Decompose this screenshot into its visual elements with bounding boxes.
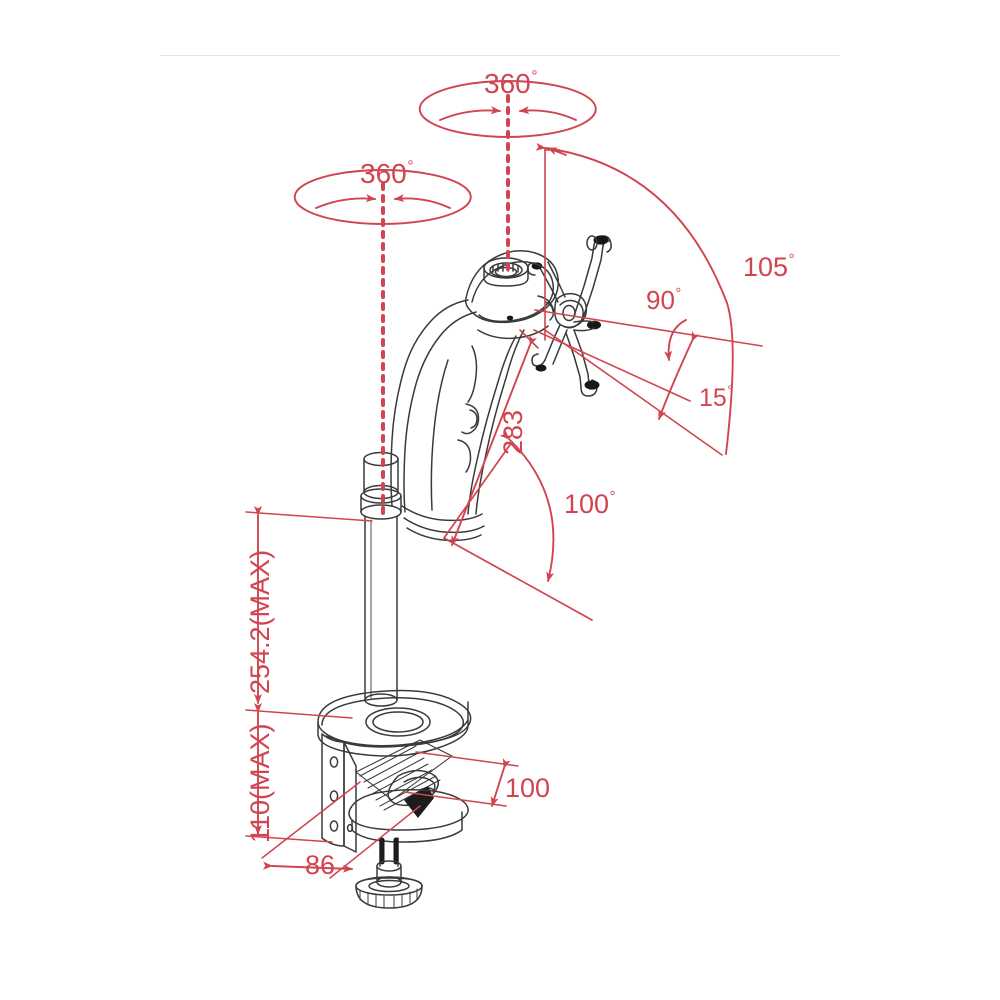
tilt-105-indicator bbox=[535, 142, 734, 455]
degree-symbol-90: ° bbox=[675, 285, 682, 302]
degree-symbol-105: ° bbox=[788, 252, 795, 269]
annotation-layer bbox=[245, 80, 763, 879]
label-height-110: 110(MAX) bbox=[245, 723, 275, 843]
degree-symbol-15: ° bbox=[727, 383, 733, 399]
tilt-90-indicator bbox=[664, 319, 687, 361]
label-depth-100: 100 bbox=[505, 773, 551, 803]
label-tilt-15: 15° bbox=[699, 383, 733, 412]
top-swivel-360-indicator bbox=[418, 80, 597, 272]
label-pole-swivel-360: 360° bbox=[360, 157, 414, 189]
label-tilt-105: 105° bbox=[743, 252, 795, 282]
header-divider-rule bbox=[160, 55, 840, 56]
label-height-254: 254.2(MAX) bbox=[245, 549, 275, 694]
height-110-dimension bbox=[245, 703, 353, 843]
degree-symbol-arm-100: ° bbox=[609, 489, 616, 506]
tilt-head bbox=[464, 250, 559, 340]
reach-283-dimension bbox=[451, 329, 539, 546]
label-arm-100: 100° bbox=[564, 489, 616, 519]
desk-clamp bbox=[317, 689, 472, 909]
riser-pole bbox=[360, 451, 402, 707]
head-leader-lines bbox=[533, 309, 763, 456]
product-line-art bbox=[317, 235, 612, 909]
width-86-dimension bbox=[261, 781, 421, 879]
depth-100-dimension bbox=[403, 751, 519, 807]
label-width-86: 86 bbox=[305, 850, 336, 880]
pole-swivel-360-indicator bbox=[293, 169, 472, 522]
monitor-vesa-plate bbox=[527, 235, 612, 397]
tilt-15-indicator bbox=[658, 331, 700, 420]
degree-symbol-pole: ° bbox=[407, 157, 414, 175]
label-reach-283: 283 bbox=[498, 409, 528, 455]
label-tilt-90: 90° bbox=[646, 285, 682, 315]
degree-symbol-top: ° bbox=[531, 67, 538, 85]
arm-100-indicator bbox=[443, 429, 593, 621]
height-254-dimension bbox=[245, 506, 373, 704]
label-top-swivel-360: 360° bbox=[484, 67, 538, 99]
